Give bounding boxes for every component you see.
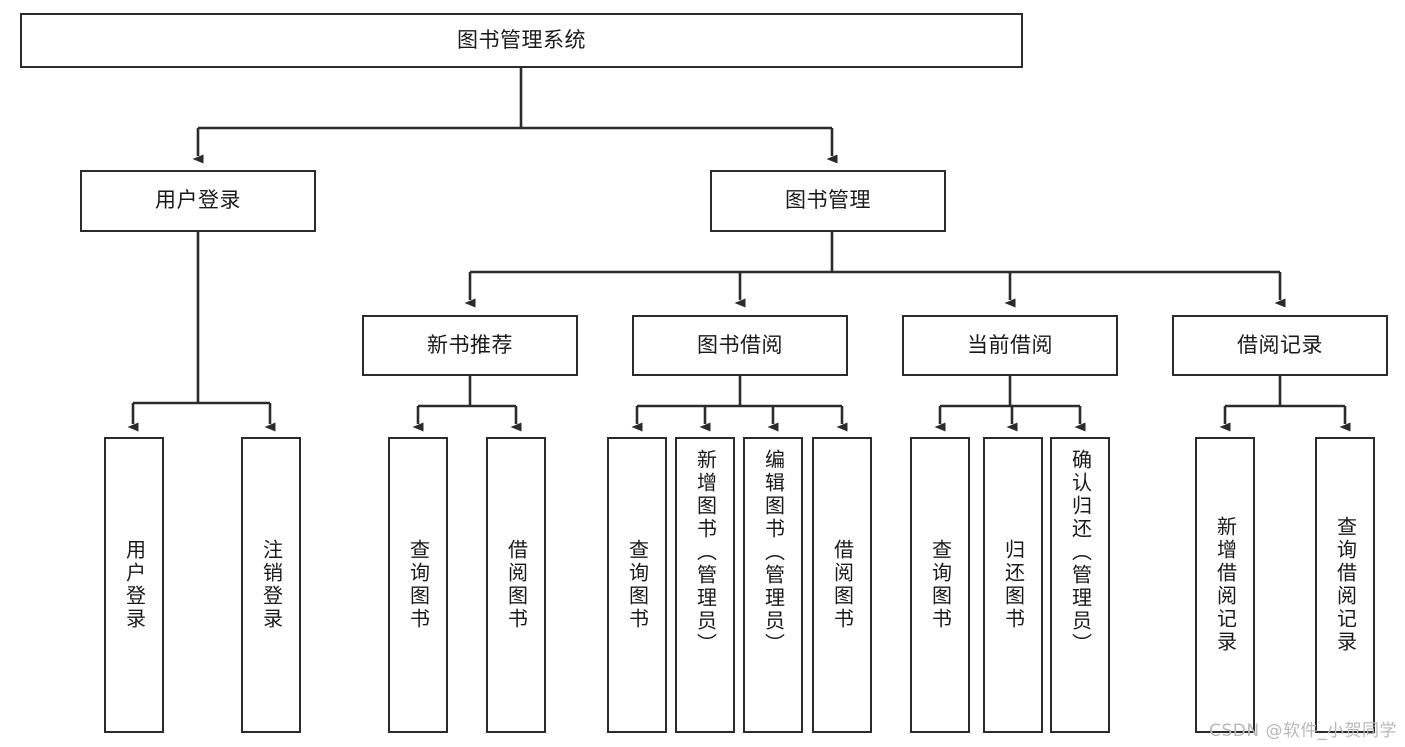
node-leaf-query-book-recommend[interactable]: 查询图书 [388, 437, 448, 733]
node-leaf-add-book[interactable]: 新增图书（管理员） [675, 437, 735, 733]
node-current-borrow-label: 当前借阅 [967, 332, 1053, 357]
csdn-watermark: CSDN @软件_小贺同学 [1209, 721, 1397, 741]
node-leaf-add-borrow-record-label: 新增借阅记录 [1213, 516, 1238, 654]
node-leaf-return-book[interactable]: 归还图书 [983, 437, 1043, 733]
node-leaf-query-book-borrow-label: 查询图书 [625, 539, 650, 631]
node-leaf-user-login[interactable]: 用户登录 [104, 437, 164, 733]
node-leaf-edit-book[interactable]: 编辑图书（管理员） [743, 437, 803, 733]
node-user-login[interactable]: 用户登录 [80, 170, 316, 232]
node-book-manage-label: 图书管理 [785, 188, 871, 213]
node-new-book-recommend[interactable]: 新书推荐 [362, 315, 578, 376]
node-leaf-confirm-return[interactable]: 确认归还（管理员） [1050, 437, 1110, 733]
node-leaf-query-book-current-label: 查询图书 [928, 539, 953, 631]
node-root[interactable]: 图书管理系统 [20, 13, 1023, 68]
node-leaf-query-book-recommend-label: 查询图书 [406, 539, 431, 631]
node-leaf-add-borrow-record[interactable]: 新增借阅记录 [1195, 437, 1255, 733]
node-new-book-recommend-label: 新书推荐 [427, 332, 513, 357]
node-leaf-user-login-label: 用户登录 [122, 539, 147, 631]
node-user-login-label: 用户登录 [155, 188, 241, 213]
node-borrow-record-label: 借阅记录 [1237, 332, 1323, 357]
node-leaf-logout[interactable]: 注销登录 [241, 437, 301, 733]
node-current-borrow[interactable]: 当前借阅 [902, 315, 1118, 376]
node-book-borrow[interactable]: 图书借阅 [632, 315, 848, 376]
node-leaf-return-book-label: 归还图书 [1001, 539, 1026, 631]
node-leaf-edit-book-label: 编辑图书（管理员） [761, 449, 786, 656]
node-book-borrow-label: 图书借阅 [697, 332, 783, 357]
node-leaf-borrow-book-recommend[interactable]: 借阅图书 [486, 437, 546, 733]
node-leaf-add-book-label: 新增图书（管理员） [693, 449, 718, 656]
node-book-manage[interactable]: 图书管理 [710, 170, 946, 232]
node-root-label: 图书管理系统 [457, 27, 586, 52]
node-leaf-query-borrow-record-label: 查询借阅记录 [1333, 516, 1358, 654]
node-leaf-query-borrow-record[interactable]: 查询借阅记录 [1315, 437, 1375, 733]
node-leaf-logout-label: 注销登录 [259, 539, 284, 631]
node-leaf-borrow-book-recommend-label: 借阅图书 [504, 539, 529, 631]
node-leaf-borrow-book[interactable]: 借阅图书 [812, 437, 872, 733]
node-leaf-borrow-book-label: 借阅图书 [830, 539, 855, 631]
node-leaf-query-book-current[interactable]: 查询图书 [910, 437, 970, 733]
node-borrow-record[interactable]: 借阅记录 [1172, 315, 1388, 376]
node-leaf-query-book-borrow[interactable]: 查询图书 [607, 437, 667, 733]
node-leaf-confirm-return-label: 确认归还（管理员） [1068, 449, 1093, 656]
